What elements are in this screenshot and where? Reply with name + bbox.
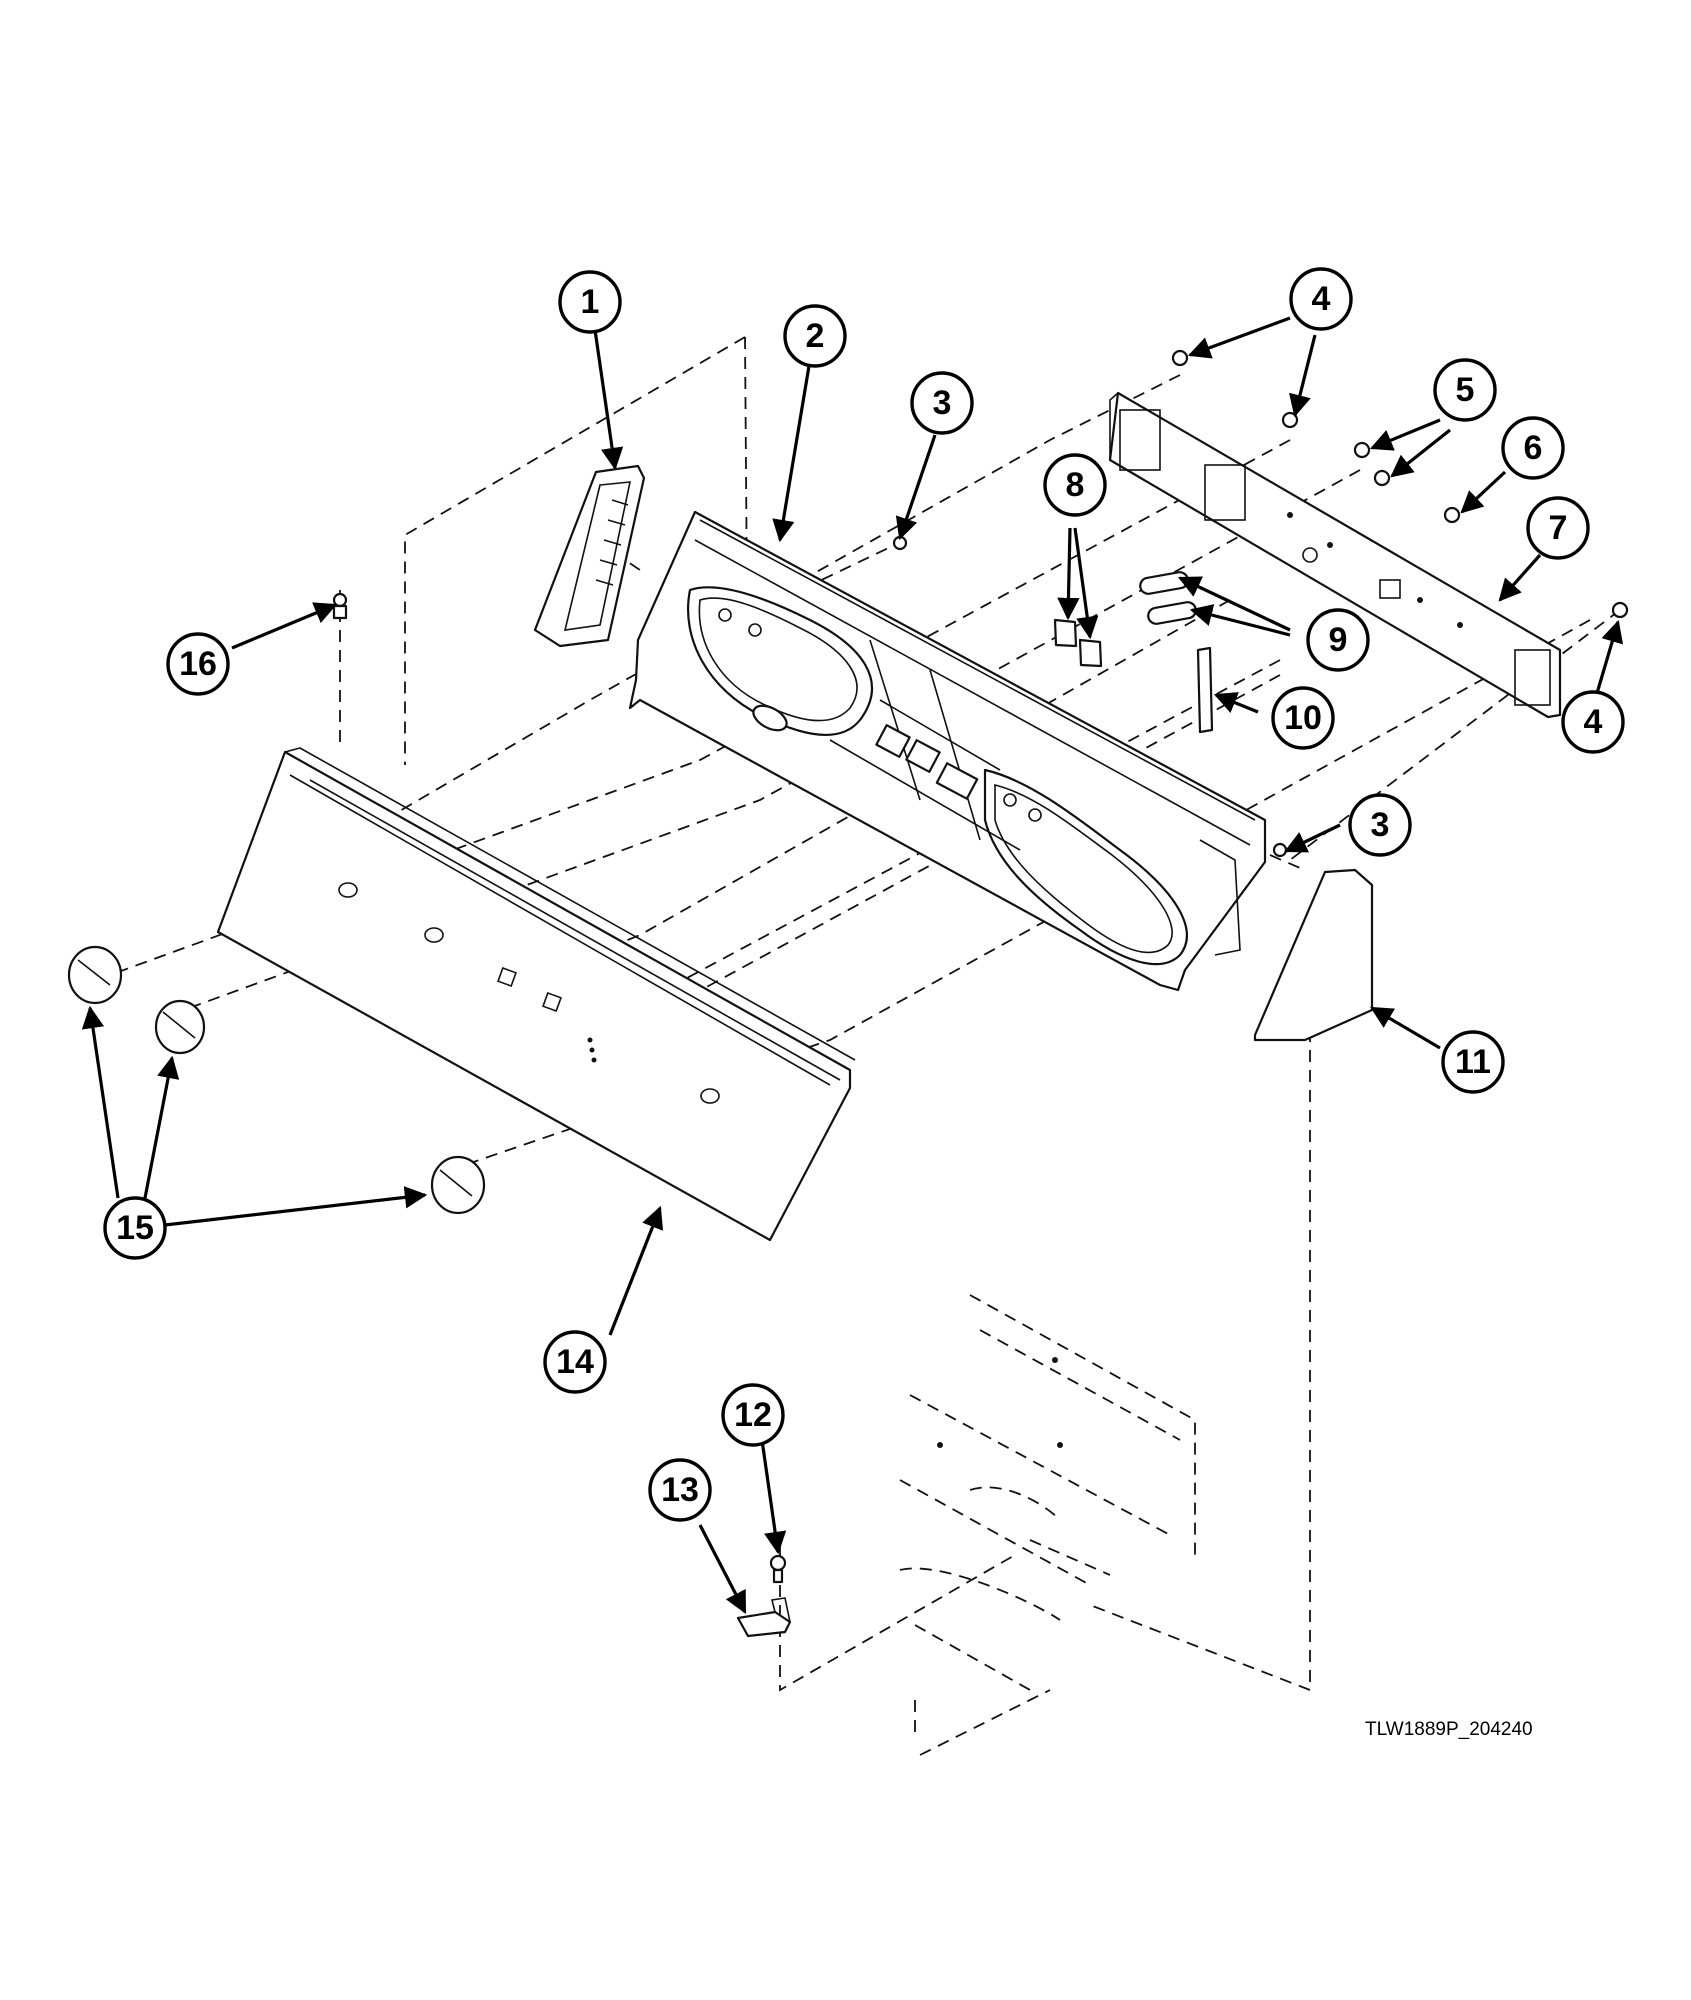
callout-4-right: 4 <box>1561 690 1625 754</box>
knobs <box>67 945 486 1215</box>
callout-12: 12 <box>721 1383 785 1447</box>
console-panel <box>216 747 856 1242</box>
svg-text:3: 3 <box>1371 806 1390 844</box>
svg-text:10: 10 <box>1284 699 1322 737</box>
svg-text:11: 11 <box>1455 1043 1491 1081</box>
right-end-cap <box>1253 868 1374 1042</box>
control-board <box>1108 391 1562 719</box>
switch-parts <box>1053 571 1214 734</box>
svg-text:12: 12 <box>734 1396 772 1434</box>
svg-text:6: 6 <box>1524 429 1543 467</box>
callout-7: 7 <box>1526 496 1590 560</box>
callout-6: 6 <box>1501 416 1565 480</box>
svg-text:8: 8 <box>1066 466 1085 504</box>
callout-10: 10 <box>1271 686 1335 750</box>
callout-8: 8 <box>1043 453 1107 517</box>
callouts: 1 2 3 3 4 4 5 6 <box>103 267 1625 1522</box>
svg-text:14: 14 <box>556 1343 594 1381</box>
screws <box>332 349 1629 858</box>
callout-15: 15 <box>103 1196 167 1260</box>
knob-1 <box>67 945 123 1005</box>
callout-3-right: 3 <box>1348 793 1412 857</box>
svg-text:16: 16 <box>179 645 217 683</box>
callout-9: 9 <box>1306 608 1370 672</box>
svg-text:9: 9 <box>1329 621 1348 659</box>
callout-14: 14 <box>543 1330 607 1394</box>
callout-5: 5 <box>1433 358 1497 422</box>
cabinet-top <box>899 1294 1196 1756</box>
knob-3 <box>430 1155 486 1215</box>
svg-text:2: 2 <box>806 317 825 355</box>
control-panel-frame <box>628 510 1267 992</box>
callout-13: 13 <box>648 1458 712 1522</box>
svg-text:4: 4 <box>1312 280 1331 318</box>
assembly-guide-lines <box>109 336 1621 1692</box>
callout-11: 11 <box>1441 1030 1505 1094</box>
callout-3-top: 3 <box>910 371 974 435</box>
clip-and-screw <box>736 1554 792 1638</box>
callout-16: 16 <box>166 632 230 696</box>
left-end-cap <box>533 464 646 648</box>
svg-text:13: 13 <box>661 1471 699 1509</box>
svg-text:1: 1 <box>581 283 600 321</box>
drawing-code: TLW1889P_204240 <box>1365 1719 1533 1740</box>
svg-text:4: 4 <box>1584 703 1603 741</box>
callout-2: 2 <box>783 304 847 368</box>
svg-text:5: 5 <box>1456 371 1475 409</box>
knob-2 <box>154 999 206 1055</box>
svg-text:7: 7 <box>1549 509 1568 547</box>
callout-1: 1 <box>558 270 622 334</box>
callout-4-top: 4 <box>1289 267 1353 331</box>
leader-lines <box>81 316 1624 1614</box>
svg-text:3: 3 <box>933 384 952 422</box>
svg-text:15: 15 <box>116 1209 154 1247</box>
